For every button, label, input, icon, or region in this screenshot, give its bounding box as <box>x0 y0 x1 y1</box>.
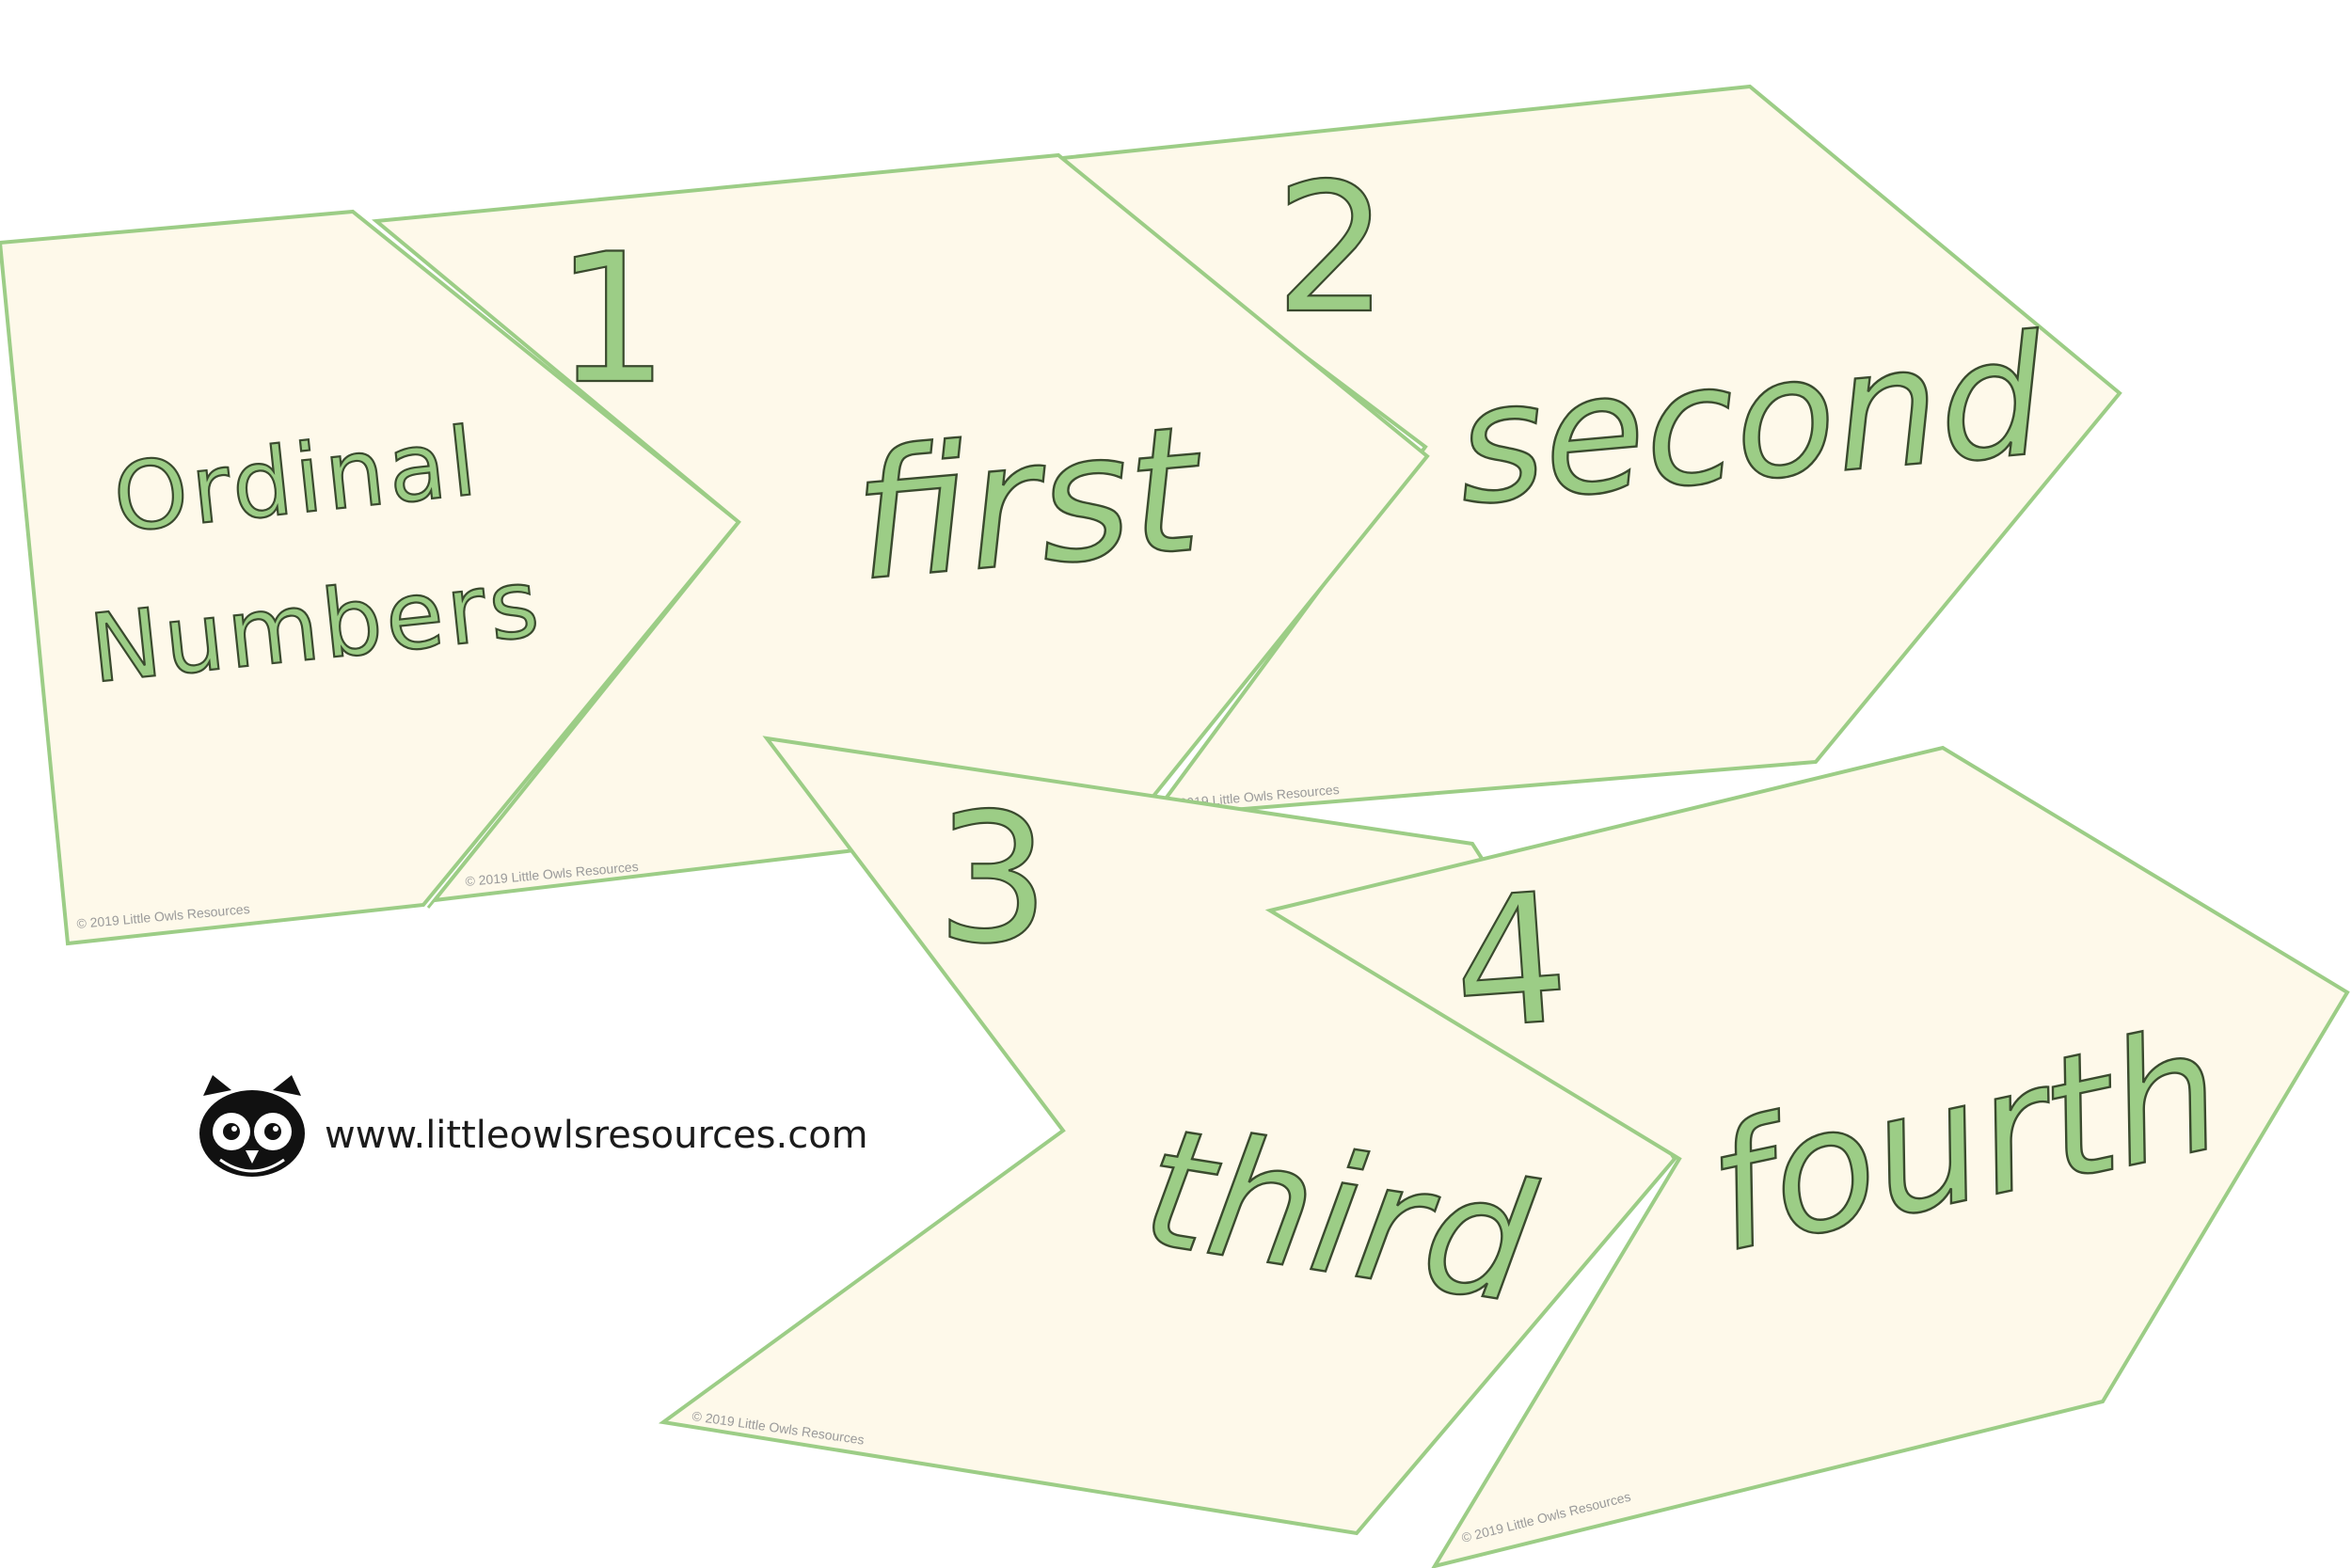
card-second-shape <box>1039 84 2122 819</box>
card-third-number: 3 <box>936 775 1050 983</box>
card-fourth-number: 4 <box>1447 854 1575 1069</box>
card-first: 1 first © 2019 Little Owls Resources <box>372 152 1430 909</box>
card-title: Ordinal Numbers © 2019 Little Owls Resou… <box>0 209 741 946</box>
card-first-number: 1 <box>555 215 669 423</box>
card-fourth: 4 fourth © 2019 Little Owls Resources <box>1264 745 2350 1568</box>
card-fourth-shape <box>1264 745 2350 1568</box>
owl-logo-icon <box>199 1075 305 1177</box>
website-url[interactable]: www.littleowlsresources.com <box>325 1114 868 1157</box>
card-second-number: 2 <box>1275 145 1389 353</box>
card-first-word: first <box>847 387 1212 620</box>
card-title-shape <box>0 209 741 946</box>
card-second: 2 second © 2019 Little Owls Resources <box>1039 84 2122 819</box>
branding: www.littleowlsresources.com <box>199 1075 868 1177</box>
